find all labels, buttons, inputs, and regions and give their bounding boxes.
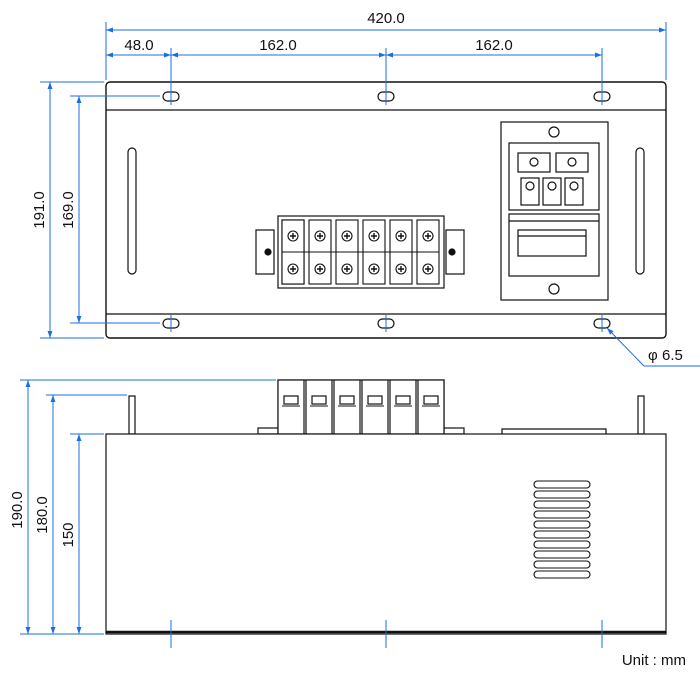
right-stud (637, 395, 645, 435)
side-view (105, 379, 667, 635)
side-centerlines (170, 620, 603, 648)
unit-label: Unit : mm (621, 652, 686, 669)
top-view (105, 81, 667, 339)
dim-total-width: 420.0 (367, 10, 405, 27)
dim-hole-distance: 169.0 (60, 191, 77, 229)
side-connector (501, 428, 607, 434)
dim-terminal-height: 180.0 (34, 496, 51, 534)
left-stud (128, 395, 136, 435)
dim-left-offset: 48.0 (124, 37, 153, 54)
terminal-screws (281, 219, 440, 285)
dim-total-height: 190.0 (9, 491, 26, 529)
slot-centerlines (170, 88, 603, 332)
dim-plate-height: 191.0 (31, 191, 48, 229)
dim-body-height: 150 (60, 522, 77, 547)
ventilation-slots (533, 480, 591, 579)
dim-diameter-symbol: φ (648, 347, 658, 364)
dim-hole-diameter: 6.5 (662, 347, 683, 364)
dim-hole-pitch-1: 162.0 (259, 37, 297, 54)
right-vertical-slot (635, 147, 645, 275)
left-vertical-slot (127, 147, 137, 275)
side-dimensions (20, 379, 276, 635)
dim-hole-pitch-2: 162.0 (475, 37, 513, 54)
terminal-block-side (277, 379, 445, 435)
top-dimensions (40, 22, 700, 367)
control-module (500, 121, 609, 301)
